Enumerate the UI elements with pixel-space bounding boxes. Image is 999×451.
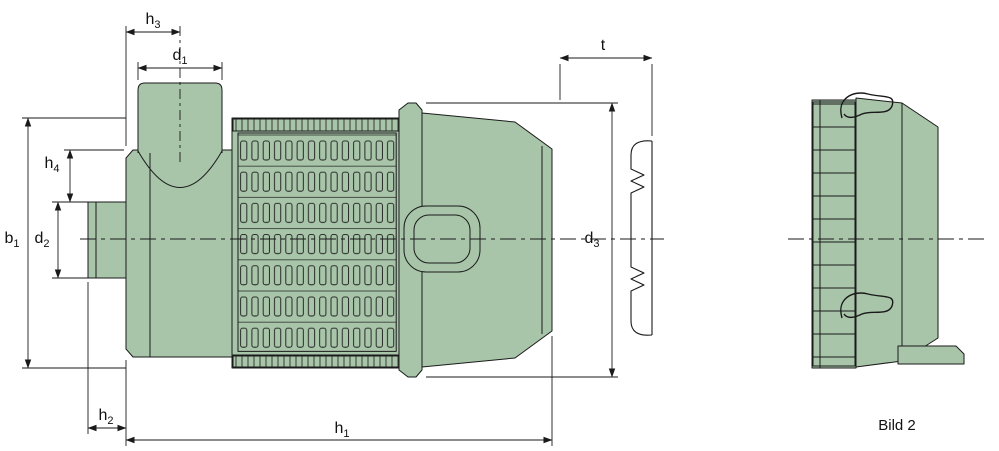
dimension-label-h4: h4 (44, 155, 59, 175)
filter-side-view (87, 82, 553, 378)
wire-clip-bottom (840, 292, 894, 319)
dimension-label-h2: h2 (98, 407, 113, 427)
louver-edge-ticks-top (232, 118, 400, 132)
dimension-lines (22, 26, 653, 446)
inlet-tube-intersection-arc (137, 150, 223, 188)
dimension-label-t: t (601, 37, 606, 54)
louver-edge-ticks-bottom (232, 355, 400, 368)
louver-slots (237, 132, 397, 352)
end-view-body (855, 97, 939, 368)
dimension-label-h3: h3 (145, 11, 160, 31)
centerlines (80, 26, 986, 240)
filter-end-view (811, 92, 965, 369)
dimension-label-h1: h1 (334, 420, 349, 440)
mounting-band-profile (630, 140, 653, 336)
figure-label: Bild 2 (878, 417, 916, 434)
wire-clip-top (840, 92, 894, 119)
dimension-label-b1: b1 (4, 230, 19, 250)
dimension-labels: h3 d1 h4 b1 d2 h2 h1 d3 t Bild 2 (4, 11, 915, 440)
mounting-band-outline (630, 140, 653, 336)
mounting-foot (897, 345, 965, 365)
dimension-label-d3: d3 (584, 230, 599, 250)
outlet-cone (421, 112, 553, 368)
outlet-stub (87, 201, 129, 279)
housing-left-section (125, 149, 233, 358)
dimension-label-d1: d1 (172, 47, 187, 67)
clamp-band-rungs (812, 101, 856, 367)
dimension-label-d2: d2 (34, 230, 49, 250)
